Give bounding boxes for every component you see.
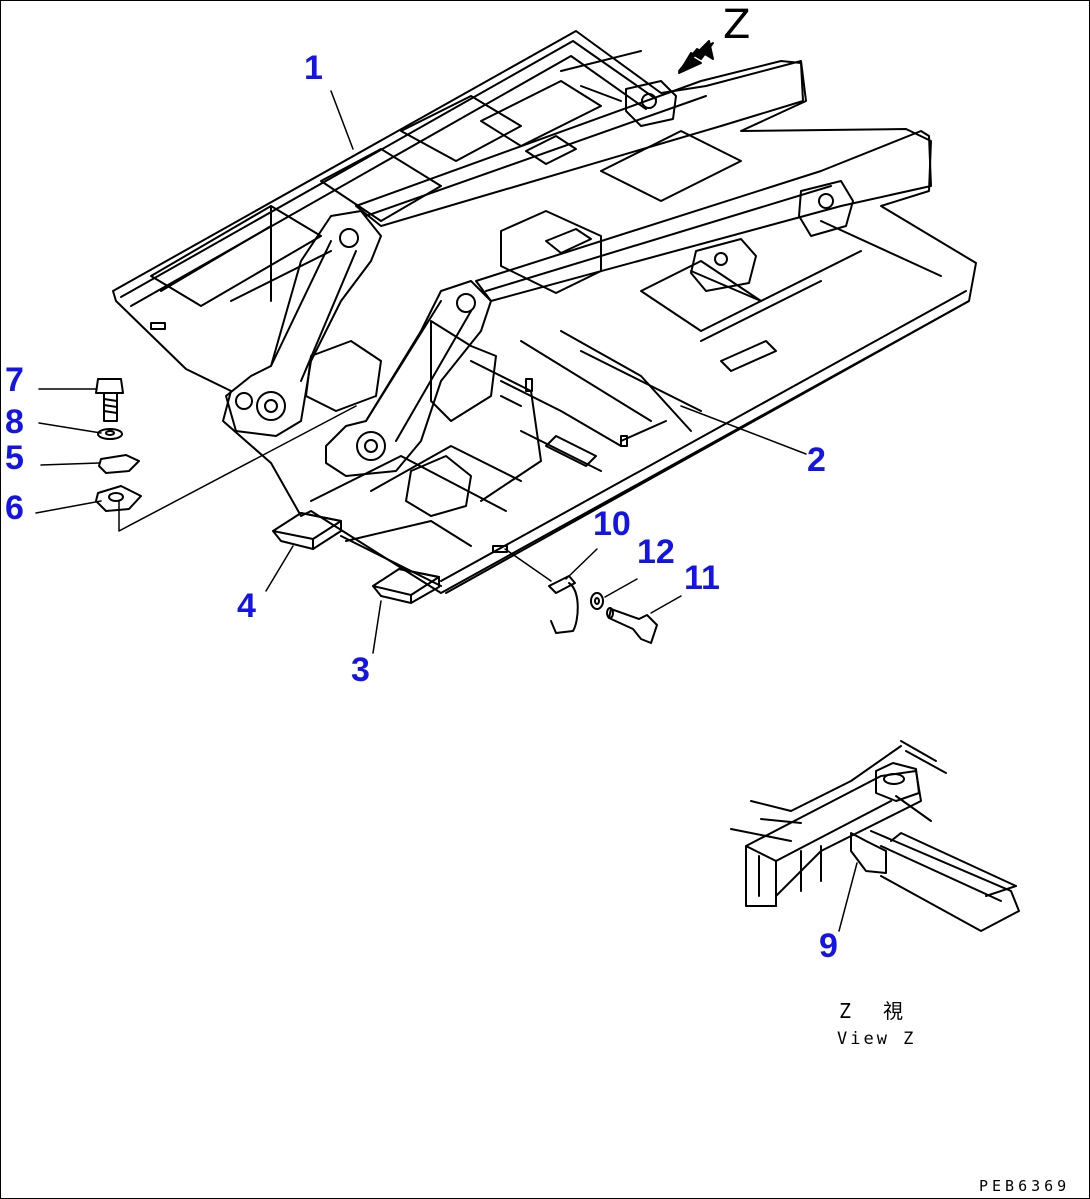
callout-5: 5 — [5, 439, 24, 477]
callout-4: 4 — [237, 587, 256, 625]
callout-12: 12 — [637, 533, 675, 571]
cover-fastener-set — [95, 378, 142, 512]
callout-2: 2 — [807, 441, 826, 479]
lock-pin-set — [548, 575, 658, 644]
leader-lines — [35, 90, 858, 932]
revolving-frame — [112, 30, 977, 594]
callout-8: 8 — [5, 403, 24, 441]
step-plates — [272, 512, 440, 604]
view-arrow-label: Z — [723, 2, 751, 48]
callout-6: 6 — [5, 489, 24, 527]
callout-10: 10 — [593, 505, 631, 543]
inset-label-jp: Z 視 — [839, 999, 910, 1023]
view-z-arrow — [678, 40, 714, 74]
view-z-inset-drawing — [730, 740, 1020, 932]
callout-7: 7 — [5, 361, 24, 399]
drawing-code: PEB6369 — [979, 1177, 1071, 1195]
callout-1: 1 — [304, 49, 323, 87]
callout-11: 11 — [684, 559, 720, 597]
callout-9: 9 — [819, 927, 838, 965]
callout-3: 3 — [351, 651, 370, 689]
inset-label-en: View Z — [837, 1029, 917, 1049]
